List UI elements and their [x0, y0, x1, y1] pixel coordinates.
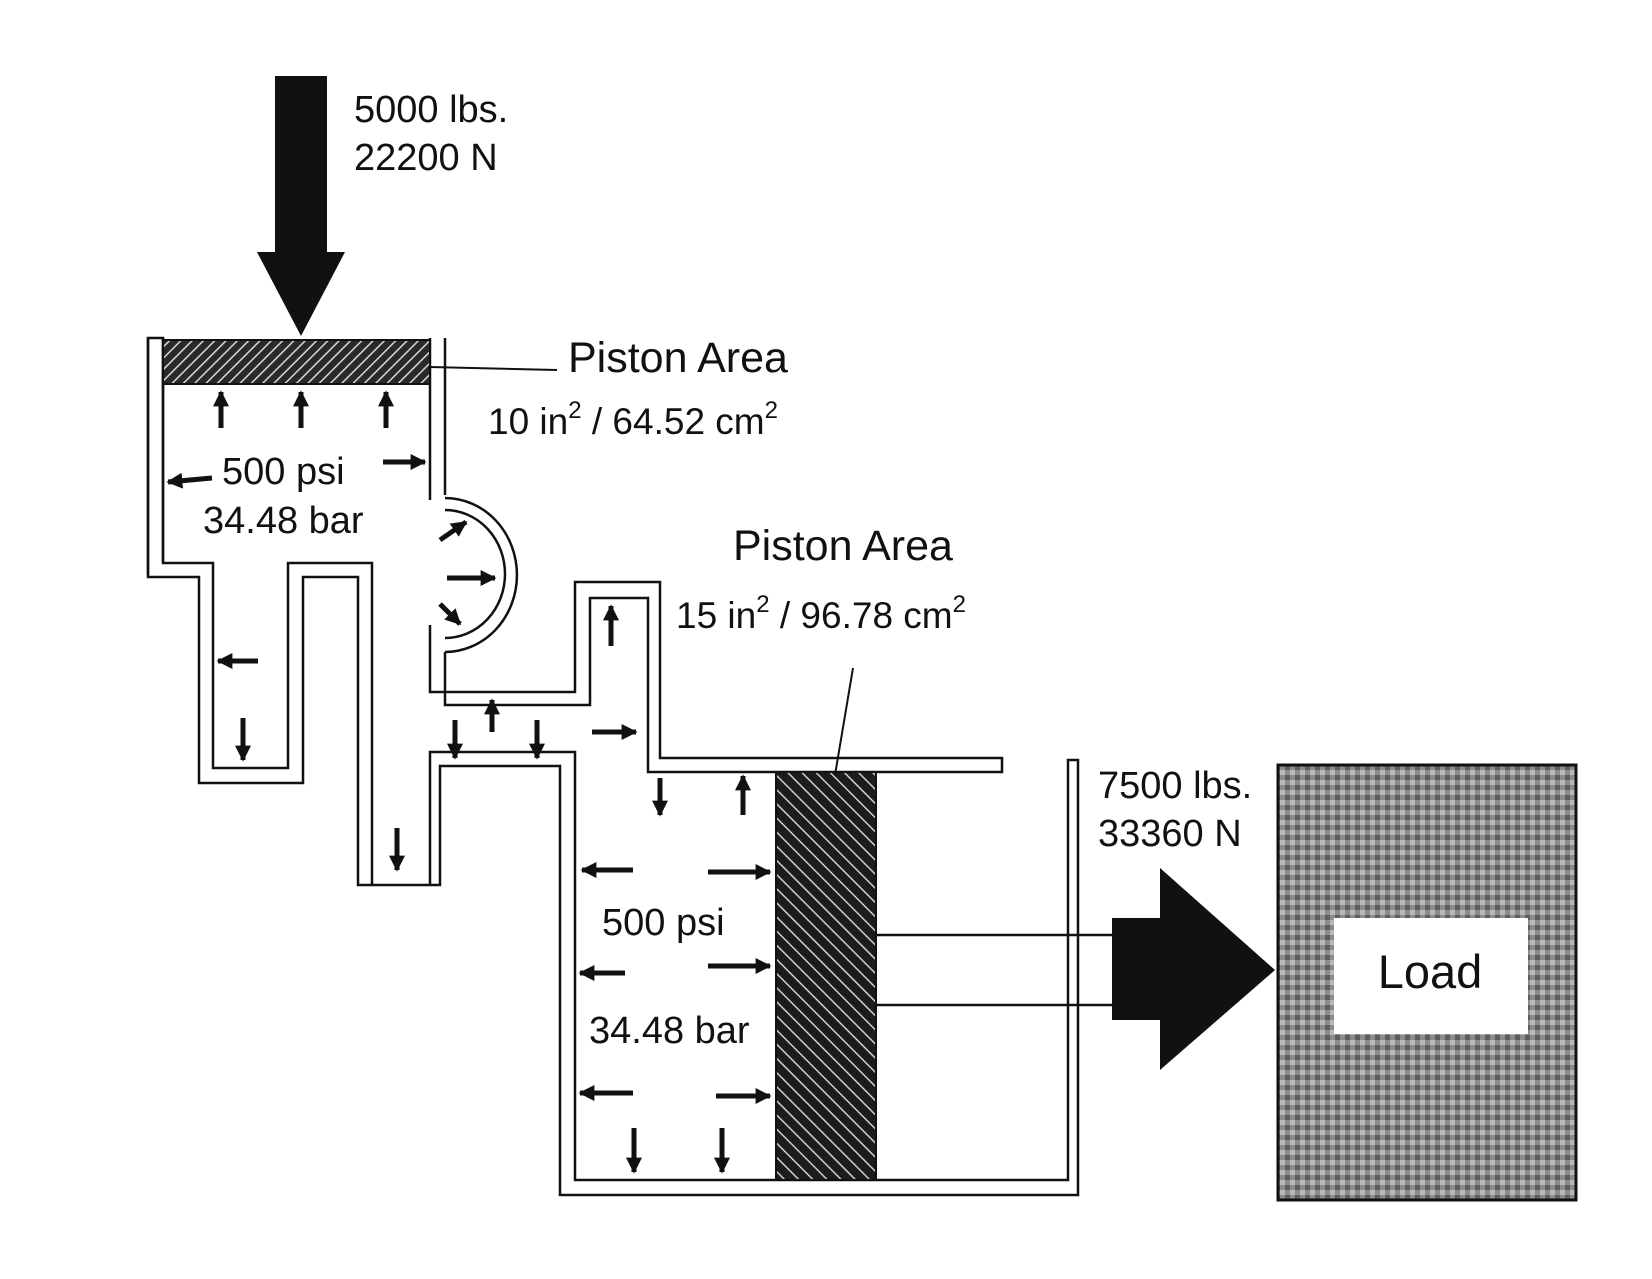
pressure-arrows-small [166, 390, 638, 872]
input-force-arrow [257, 76, 345, 336]
input-force-lbs: 5000 lbs. [354, 89, 508, 131]
large-piston-area-sup-1: 2 [756, 591, 769, 618]
output-force-newtons: 33360 N [1098, 813, 1242, 855]
pressure-arrow [438, 519, 468, 543]
large-piston-area-value: 15 in2 / 96.78 cm2 [676, 591, 966, 636]
large-piston-area-cm: / 96.78 cm [770, 595, 953, 636]
small-piston-area-sup-2: 2 [765, 397, 778, 424]
small-chamber-bar: 34.48 bar [203, 500, 364, 542]
pressure-gauge-dome [444, 496, 519, 654]
input-force-newtons: 22200 N [354, 137, 498, 179]
pressure-arrow [438, 602, 462, 626]
small-chamber-psi: 500 psi [222, 451, 345, 493]
small-piston-area-in: 10 in [488, 401, 568, 442]
small-piston-area-sup-1: 2 [568, 397, 581, 424]
large-piston-leader-line [834, 667, 854, 776]
load-label-box [1334, 918, 1528, 1034]
large-chamber-psi: 500 psi [602, 902, 725, 944]
output-force-arrow [1112, 868, 1275, 1070]
pressure-arrows-large [578, 774, 772, 1174]
load-label: Load [1378, 945, 1483, 998]
piston-rod [876, 933, 1115, 1007]
large-piston-area-sup-2: 2 [953, 591, 966, 618]
small-piston-area-cm: / 64.52 cm [582, 401, 765, 442]
small-piston-area-value: 10 in2 / 64.52 cm2 [488, 397, 778, 442]
small-piston-leader-line [429, 366, 558, 371]
large-chamber-bar: 34.48 bar [589, 1010, 750, 1052]
large-piston-area-in: 15 in [676, 595, 756, 636]
fluid-system-outer-wall [146, 336, 1080, 1197]
large-piston-area-title: Piston Area [733, 522, 953, 570]
pressure-arrow [166, 472, 213, 489]
output-force-lbs: 7500 lbs. [1098, 765, 1252, 807]
large-piston [775, 771, 877, 1181]
small-piston-area-title: Piston Area [568, 334, 788, 382]
small-piston [162, 339, 431, 385]
